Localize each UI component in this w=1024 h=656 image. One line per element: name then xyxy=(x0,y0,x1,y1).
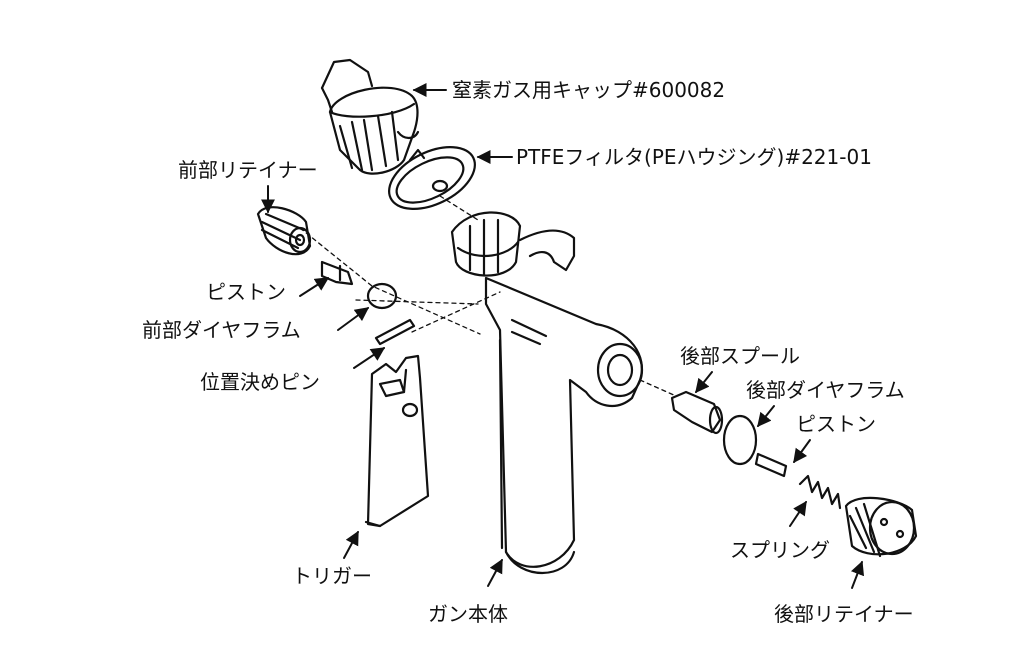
gun-body-part xyxy=(450,211,644,574)
label-spring: スプリング xyxy=(730,538,830,562)
arrow-trigger xyxy=(343,530,359,559)
label-rear-retainer: 後部リテイナー xyxy=(774,602,914,626)
label-piston-front: ピストン xyxy=(206,280,286,304)
front-diaphragm-part xyxy=(366,282,398,310)
leader-arrows xyxy=(261,83,865,589)
label-trigger: トリガー xyxy=(292,564,372,588)
rear-piston-part xyxy=(754,452,788,478)
locating-pin-part xyxy=(374,318,416,346)
rear-diaphragm-part xyxy=(722,414,758,466)
nitrogen-cap-part xyxy=(320,58,420,175)
arrow-front-piston xyxy=(299,277,330,297)
label-rear-diaphragm: 後部ダイヤフラム xyxy=(746,378,905,402)
ptfe-filter-part xyxy=(388,146,476,210)
label-rear-spool: 後部スプール xyxy=(680,344,800,368)
label-piston-rear: ピストン xyxy=(796,412,876,436)
rear-retainer-part xyxy=(844,496,918,558)
arrow-spring xyxy=(789,500,807,527)
rear-spool-part xyxy=(670,390,724,435)
arrow-rear-retainer xyxy=(850,560,865,589)
arrow-rear-spool xyxy=(695,371,713,394)
arrow-locating-pin xyxy=(353,347,386,369)
arrow-gun-body xyxy=(487,558,503,587)
label-ptfe-filter: PTFEフィルタ(PEハウジング)#221-01 xyxy=(516,145,872,169)
front-piston-part xyxy=(320,260,354,286)
label-front-retainer: 前部リテイナー xyxy=(178,158,318,182)
arrow-rear-diaphragm xyxy=(757,405,775,428)
spring-part xyxy=(798,474,842,510)
label-front-diaphragm: 前部ダイヤフラム xyxy=(142,318,301,342)
label-locating-pin: 位置決めピン xyxy=(200,370,320,394)
arrow-front-diaphragm xyxy=(337,307,370,331)
label-nitrogen-cap: 窒素ガス用キャップ#600082 xyxy=(452,78,726,102)
trigger-part xyxy=(364,354,430,528)
label-gun-body: ガン本体 xyxy=(428,602,508,626)
arrow-rear-piston xyxy=(793,439,811,464)
front-retainer-part xyxy=(256,206,312,256)
